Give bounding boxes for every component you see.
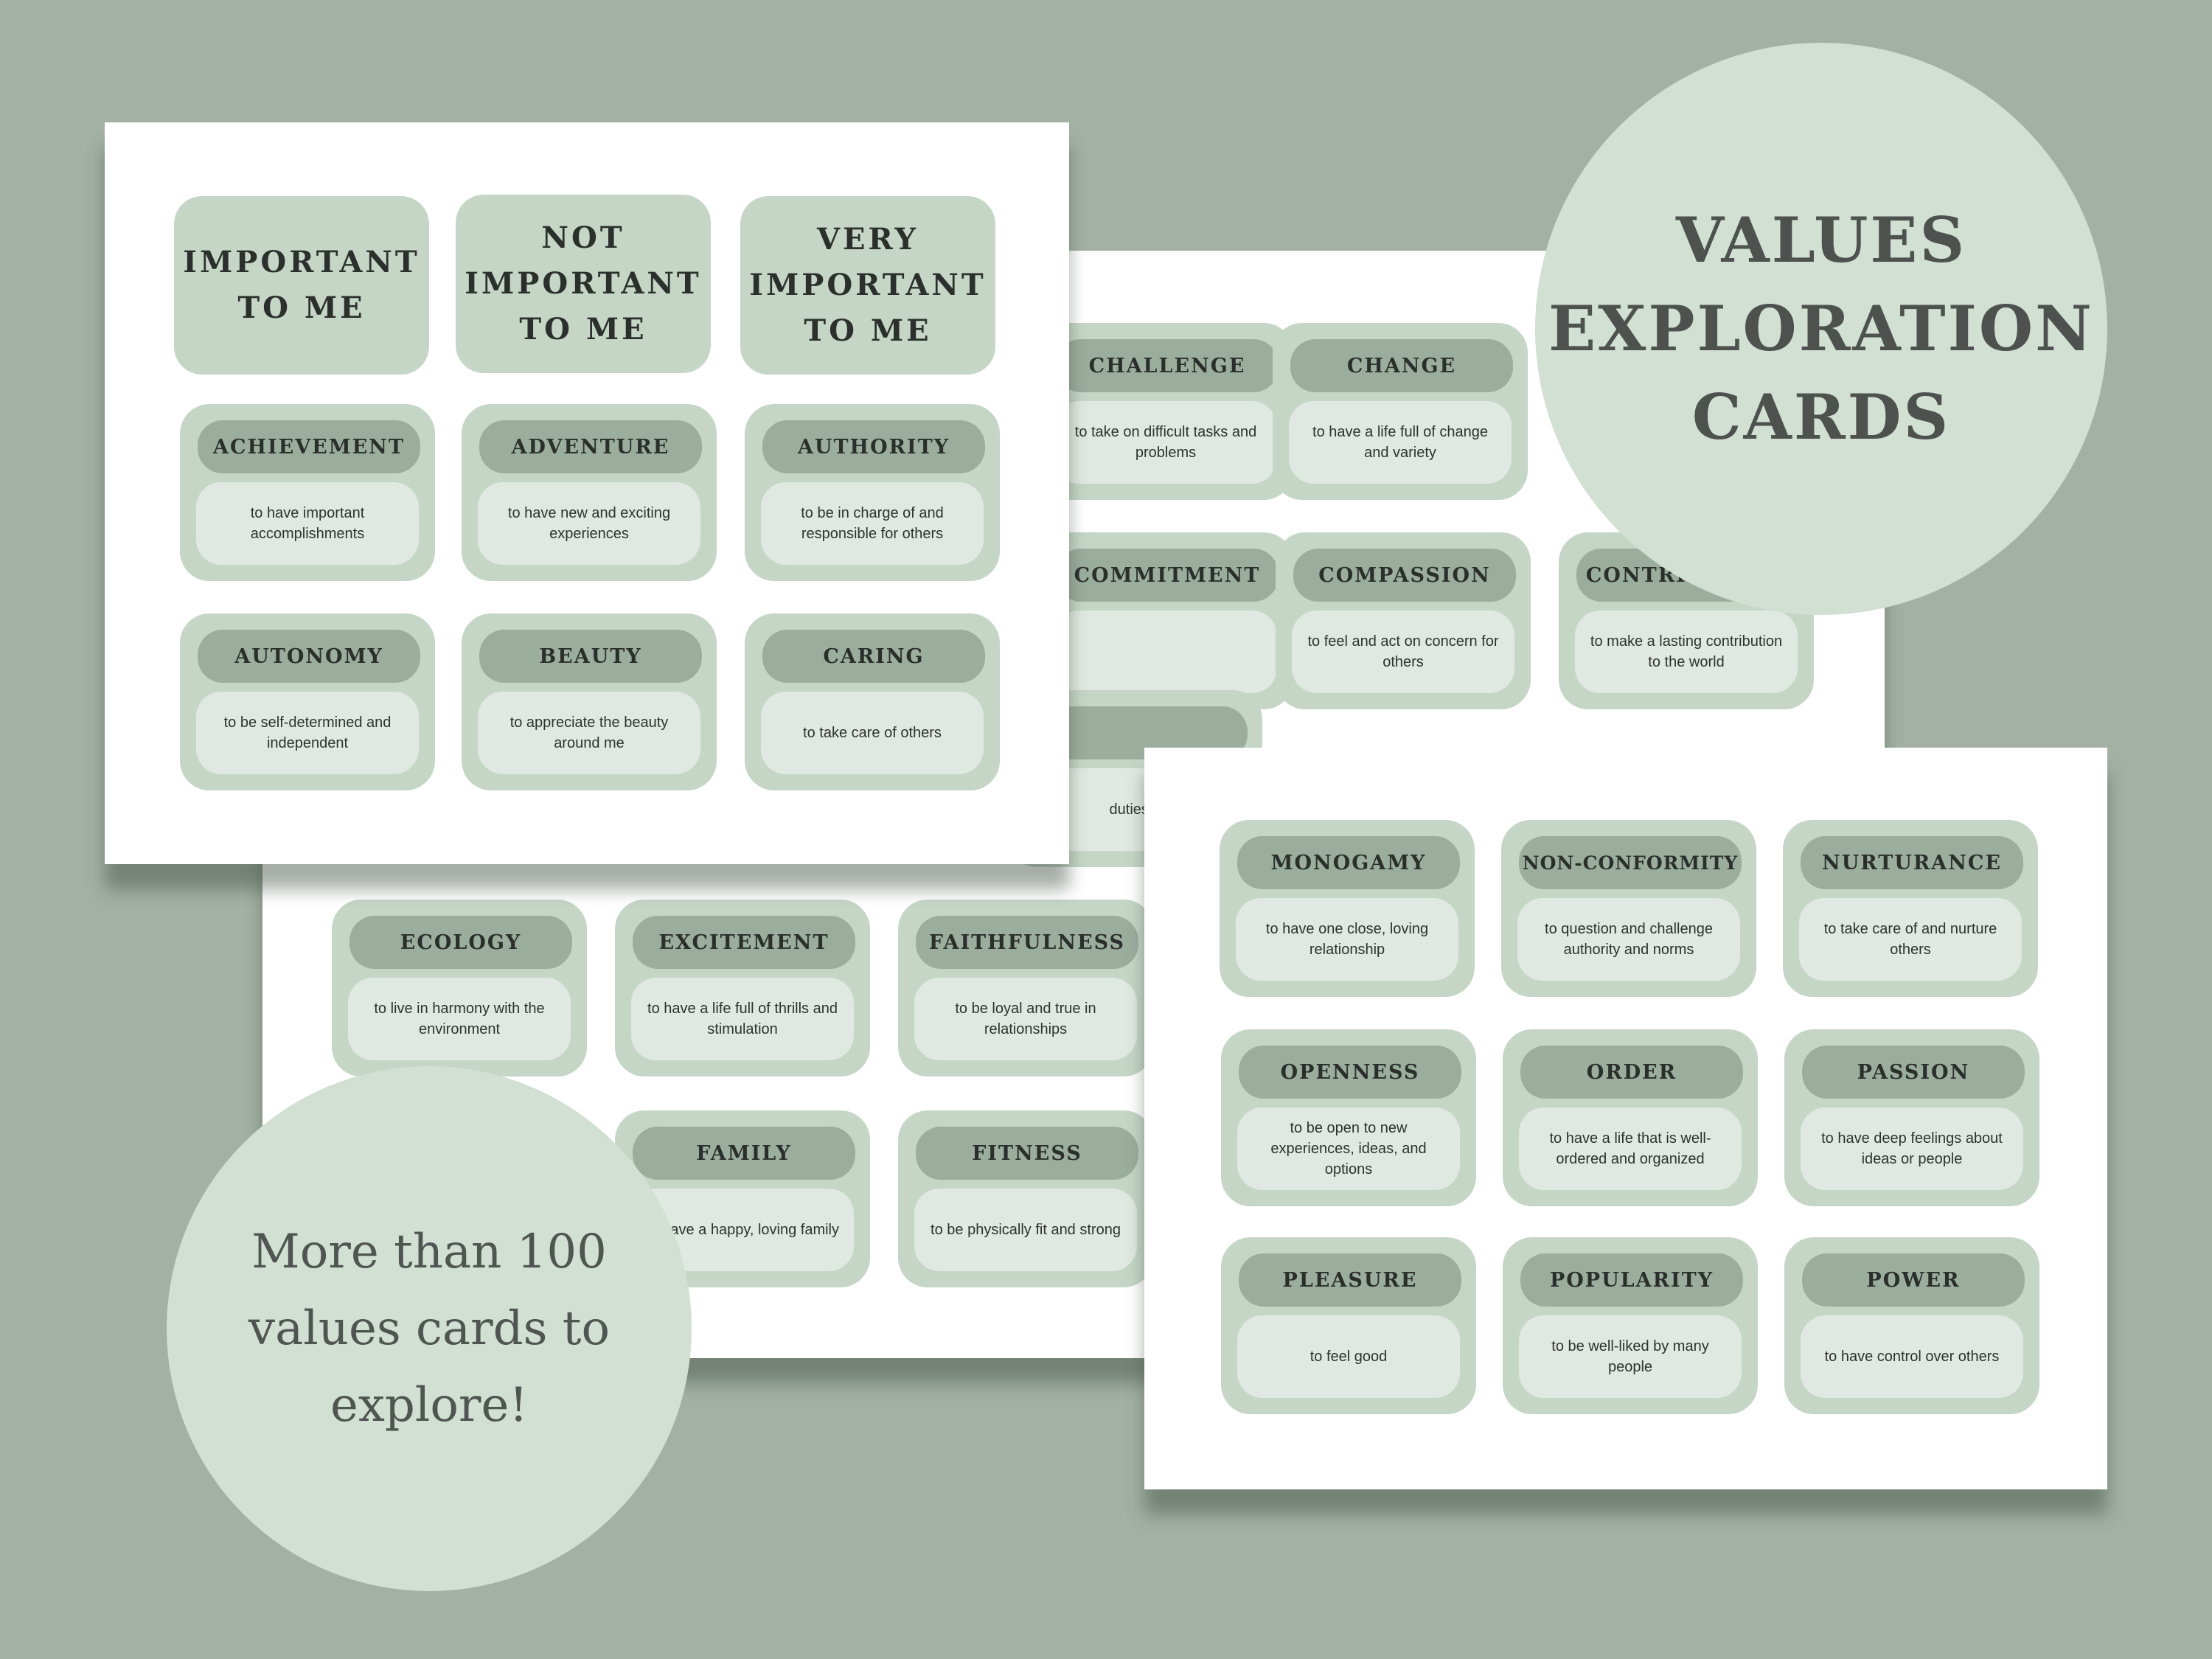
value-card-ecology: ECOLOGY to live in harmony with the envi… bbox=[332, 900, 587, 1077]
card-title: FAMILY bbox=[633, 1127, 855, 1180]
value-card-caring: CARING to take care of others bbox=[745, 613, 1000, 790]
card-title: BEAUTY bbox=[479, 630, 702, 683]
card-description bbox=[1054, 611, 1277, 693]
card-title: AUTONOMY bbox=[198, 630, 420, 683]
card-title: ORDER bbox=[1520, 1046, 1743, 1099]
card-description: to have important accomplishments bbox=[196, 482, 419, 565]
card-description: to have a life full of change and variet… bbox=[1289, 401, 1512, 484]
card-title: NURTURANCE bbox=[1801, 836, 2023, 889]
card-sheet-right: MONOGAMY to have one close, loving relat… bbox=[1144, 748, 2107, 1489]
value-card-commitment: COMMITMENT bbox=[1038, 532, 1293, 709]
value-card-fitness: FITNESS to be physically fit and strong bbox=[898, 1110, 1153, 1287]
card-description: to take on difficult tasks and problems bbox=[1054, 401, 1277, 484]
card-description: to be loyal and true in relationships bbox=[914, 978, 1137, 1060]
card-description: to take care of others bbox=[761, 692, 984, 774]
card-title: POWER bbox=[1802, 1253, 2025, 1307]
card-title: EXCITEMENT bbox=[633, 916, 855, 969]
card-title: NON-CONFORMITY bbox=[1519, 836, 1742, 889]
card-description: to feel good bbox=[1237, 1315, 1460, 1398]
card-title: CHALLENGE bbox=[1056, 339, 1279, 392]
count-badge: More than 100 values cards to explore! bbox=[167, 1066, 692, 1591]
header-card-important: IMPORTANT TO ME bbox=[174, 196, 429, 375]
value-card-non-conformity: NON-CONFORMITY to question and challenge… bbox=[1501, 820, 1756, 997]
badge-text: More than 100 values cards to explore! bbox=[248, 1225, 611, 1433]
card-title: AUTHORITY bbox=[762, 420, 985, 473]
value-card-achievement: ACHIEVEMENT to have important accomplish… bbox=[180, 404, 435, 581]
card-description: to have one close, loving relationship bbox=[1236, 898, 1458, 981]
card-description: to have a life that is well-ordered and … bbox=[1519, 1107, 1742, 1190]
card-description: to be open to new experiences, ideas, an… bbox=[1237, 1107, 1460, 1190]
headline-title: VALUES EXPLORATION CARDS bbox=[1548, 204, 2094, 453]
value-card-pleasure: PLEASURE to feel good bbox=[1221, 1237, 1476, 1414]
card-description: to be self-determined and independent bbox=[196, 692, 419, 774]
card-description: to feel and act on concern for others bbox=[1292, 611, 1514, 693]
value-card-challenge: CHALLENGE to take on difficult tasks and… bbox=[1038, 323, 1293, 500]
card-title: FITNESS bbox=[916, 1127, 1138, 1180]
card-title: OPENNESS bbox=[1239, 1046, 1461, 1099]
card-title: POPULARITY bbox=[1520, 1253, 1743, 1307]
card-title: MONOGAMY bbox=[1237, 836, 1460, 889]
card-sheet-front: IMPORTANT TO ME NOT IMPORTANT TO ME VERY… bbox=[105, 122, 1069, 864]
header-card-very-important: VERY IMPORTANT TO ME bbox=[740, 196, 995, 375]
card-title: PLEASURE bbox=[1239, 1253, 1461, 1307]
card-title: ACHIEVEMENT bbox=[198, 420, 420, 473]
value-card-popularity: POPULARITY to be well-liked by many peop… bbox=[1503, 1237, 1758, 1414]
header-card-not-important: NOT IMPORTANT TO ME bbox=[456, 195, 711, 373]
card-title: PASSION bbox=[1802, 1046, 2025, 1099]
title-badge: VALUES EXPLORATION CARDS bbox=[1535, 43, 2107, 615]
value-card-autonomy: AUTONOMY to be self-determined and indep… bbox=[180, 613, 435, 790]
card-title: ADVENTURE bbox=[479, 420, 702, 473]
value-card-passion: PASSION to have deep feelings about idea… bbox=[1784, 1029, 2039, 1206]
value-card-monogamy: MONOGAMY to have one close, loving relat… bbox=[1220, 820, 1475, 997]
card-title: COMPASSION bbox=[1293, 549, 1516, 602]
value-card-beauty: BEAUTY to appreciate the beauty around m… bbox=[462, 613, 717, 790]
card-description: to have new and exciting experiences bbox=[478, 482, 700, 565]
card-description: to make a lasting contribution to the wo… bbox=[1575, 611, 1798, 693]
card-title: CARING bbox=[762, 630, 985, 683]
value-card-change: CHANGE to have a life full of change and… bbox=[1273, 323, 1528, 500]
card-title: CHANGE bbox=[1290, 339, 1513, 392]
card-description: to have control over others bbox=[1801, 1315, 2023, 1398]
card-description: to take care of and nurture others bbox=[1799, 898, 2022, 981]
card-title: COMMITMENT bbox=[1056, 549, 1279, 602]
card-title: ECOLOGY bbox=[349, 916, 572, 969]
card-description: to live in harmony with the environment bbox=[348, 978, 571, 1060]
card-description: to be well-liked by many people bbox=[1519, 1315, 1742, 1398]
card-description: to be in charge of and responsible for o… bbox=[761, 482, 984, 565]
value-card-order: ORDER to have a life that is well-ordere… bbox=[1503, 1029, 1758, 1206]
card-description: to be physically fit and strong bbox=[914, 1189, 1137, 1271]
card-description: to have a life full of thrills and stimu… bbox=[631, 978, 854, 1060]
card-description: to appreciate the beauty around me bbox=[478, 692, 700, 774]
value-card-power: POWER to have control over others bbox=[1784, 1237, 2039, 1414]
card-description: to have deep feelings about ideas or peo… bbox=[1801, 1107, 2023, 1190]
value-card-adventure: ADVENTURE to have new and exciting exper… bbox=[462, 404, 717, 581]
card-title: FAITHFULNESS bbox=[916, 916, 1138, 969]
value-card-openness: OPENNESS to be open to new experiences, … bbox=[1221, 1029, 1476, 1206]
value-card-authority: AUTHORITY to be in charge of and respons… bbox=[745, 404, 1000, 581]
card-description: to question and challenge authority and … bbox=[1517, 898, 1740, 981]
value-card-excitement: EXCITEMENT to have a life full of thrill… bbox=[615, 900, 870, 1077]
value-card-compassion: COMPASSION to feel and act on concern fo… bbox=[1276, 532, 1531, 709]
value-card-faithfulness: FAITHFULNESS to be loyal and true in rel… bbox=[898, 900, 1153, 1077]
value-card-nurturance: NURTURANCE to take care of and nurture o… bbox=[1783, 820, 2038, 997]
